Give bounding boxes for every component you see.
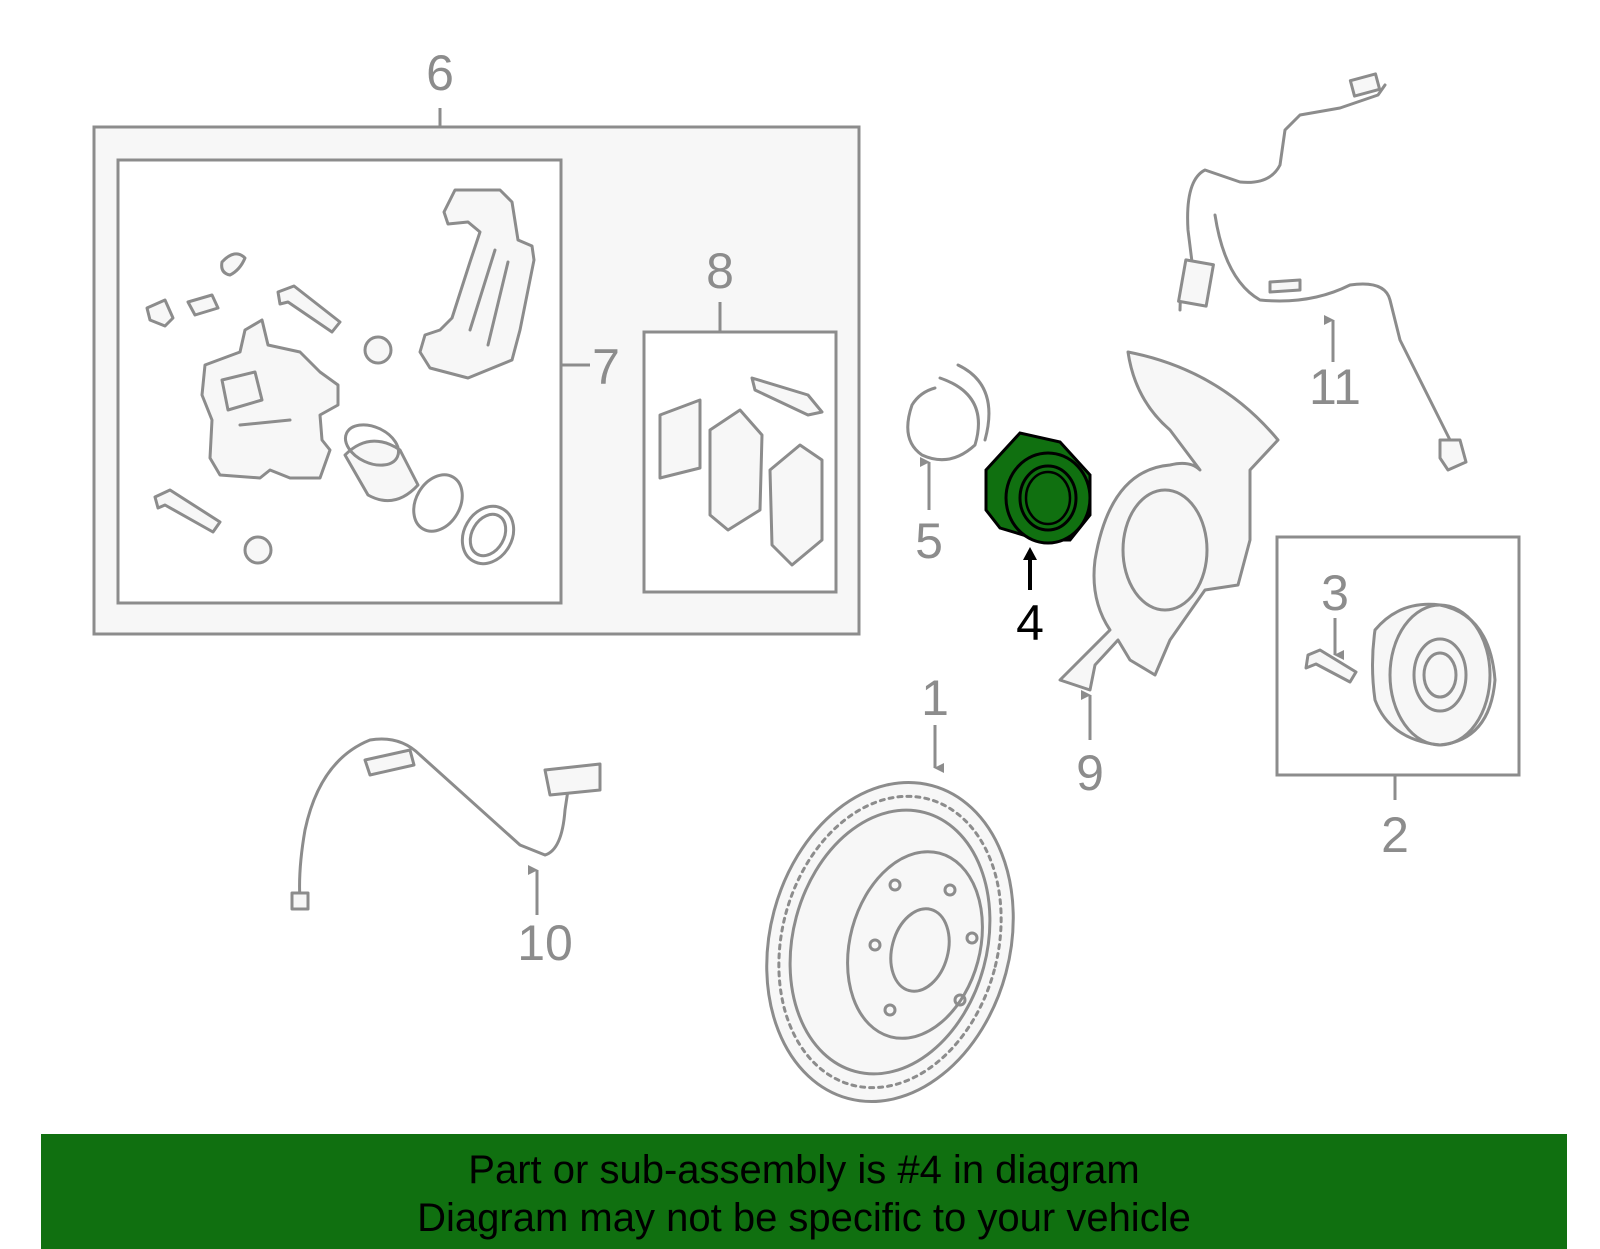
wheel-speed-sensor[interactable]: 11 — [1177, 72, 1468, 472]
bleeder-cap[interactable] — [220, 252, 247, 277]
callout-6[interactable]: 6 — [426, 45, 454, 101]
wheel-bearing[interactable]: 4 — [984, 431, 1092, 651]
caliper-body[interactable] — [200, 318, 340, 480]
dust-boot[interactable] — [452, 497, 524, 573]
callout-11[interactable]: 11 — [1309, 359, 1361, 415]
hub-group: 2 3 — [1275, 535, 1521, 863]
caliper-bracket[interactable] — [418, 188, 536, 380]
banner-line-1: Part or sub-assembly is #4 in diagram — [468, 1148, 1140, 1192]
callout-8[interactable]: 8 — [706, 243, 734, 299]
brake-pad-outer[interactable] — [768, 443, 824, 567]
callout-10[interactable]: 10 — [517, 915, 573, 971]
callout-2[interactable]: 2 — [1381, 807, 1409, 863]
boot-upper[interactable] — [363, 335, 393, 365]
callout-5[interactable]: 5 — [915, 513, 943, 569]
brake-pad-group: 8 — [642, 243, 838, 594]
brake-rotor[interactable]: 1 — [732, 670, 1048, 1130]
brake-pad-inner[interactable] — [708, 408, 764, 532]
callout-7[interactable]: 7 — [592, 339, 620, 395]
wheel-stud[interactable] — [1304, 648, 1358, 684]
banner-line-2: Diagram may not be specific to your vehi… — [417, 1196, 1191, 1240]
brake-hose[interactable]: 10 — [290, 737, 602, 971]
guide-pin-upper[interactable] — [276, 284, 342, 334]
guide-pin-lower[interactable] — [153, 488, 222, 534]
parts-diagram: 6 7 8 5 — [92, 45, 1521, 1130]
dust-shield[interactable]: 9 — [1058, 350, 1280, 801]
piston-seal[interactable] — [404, 466, 472, 540]
bleeder-screw[interactable] — [186, 293, 220, 317]
callout-1[interactable]: 1 — [921, 670, 949, 726]
boot-lower[interactable] — [243, 535, 273, 565]
callout-4[interactable]: 4 — [1016, 595, 1044, 651]
info-banner: Part or sub-assembly is #4 in diagram Di… — [41, 1134, 1567, 1249]
piston[interactable] — [343, 439, 420, 503]
pad-clip[interactable] — [750, 376, 824, 417]
callout-3[interactable]: 3 — [1321, 565, 1349, 621]
snap-ring[interactable]: 5 — [906, 363, 991, 569]
clip[interactable] — [145, 298, 175, 328]
callout-9[interactable]: 9 — [1076, 745, 1104, 801]
pad-shim[interactable] — [658, 398, 702, 480]
